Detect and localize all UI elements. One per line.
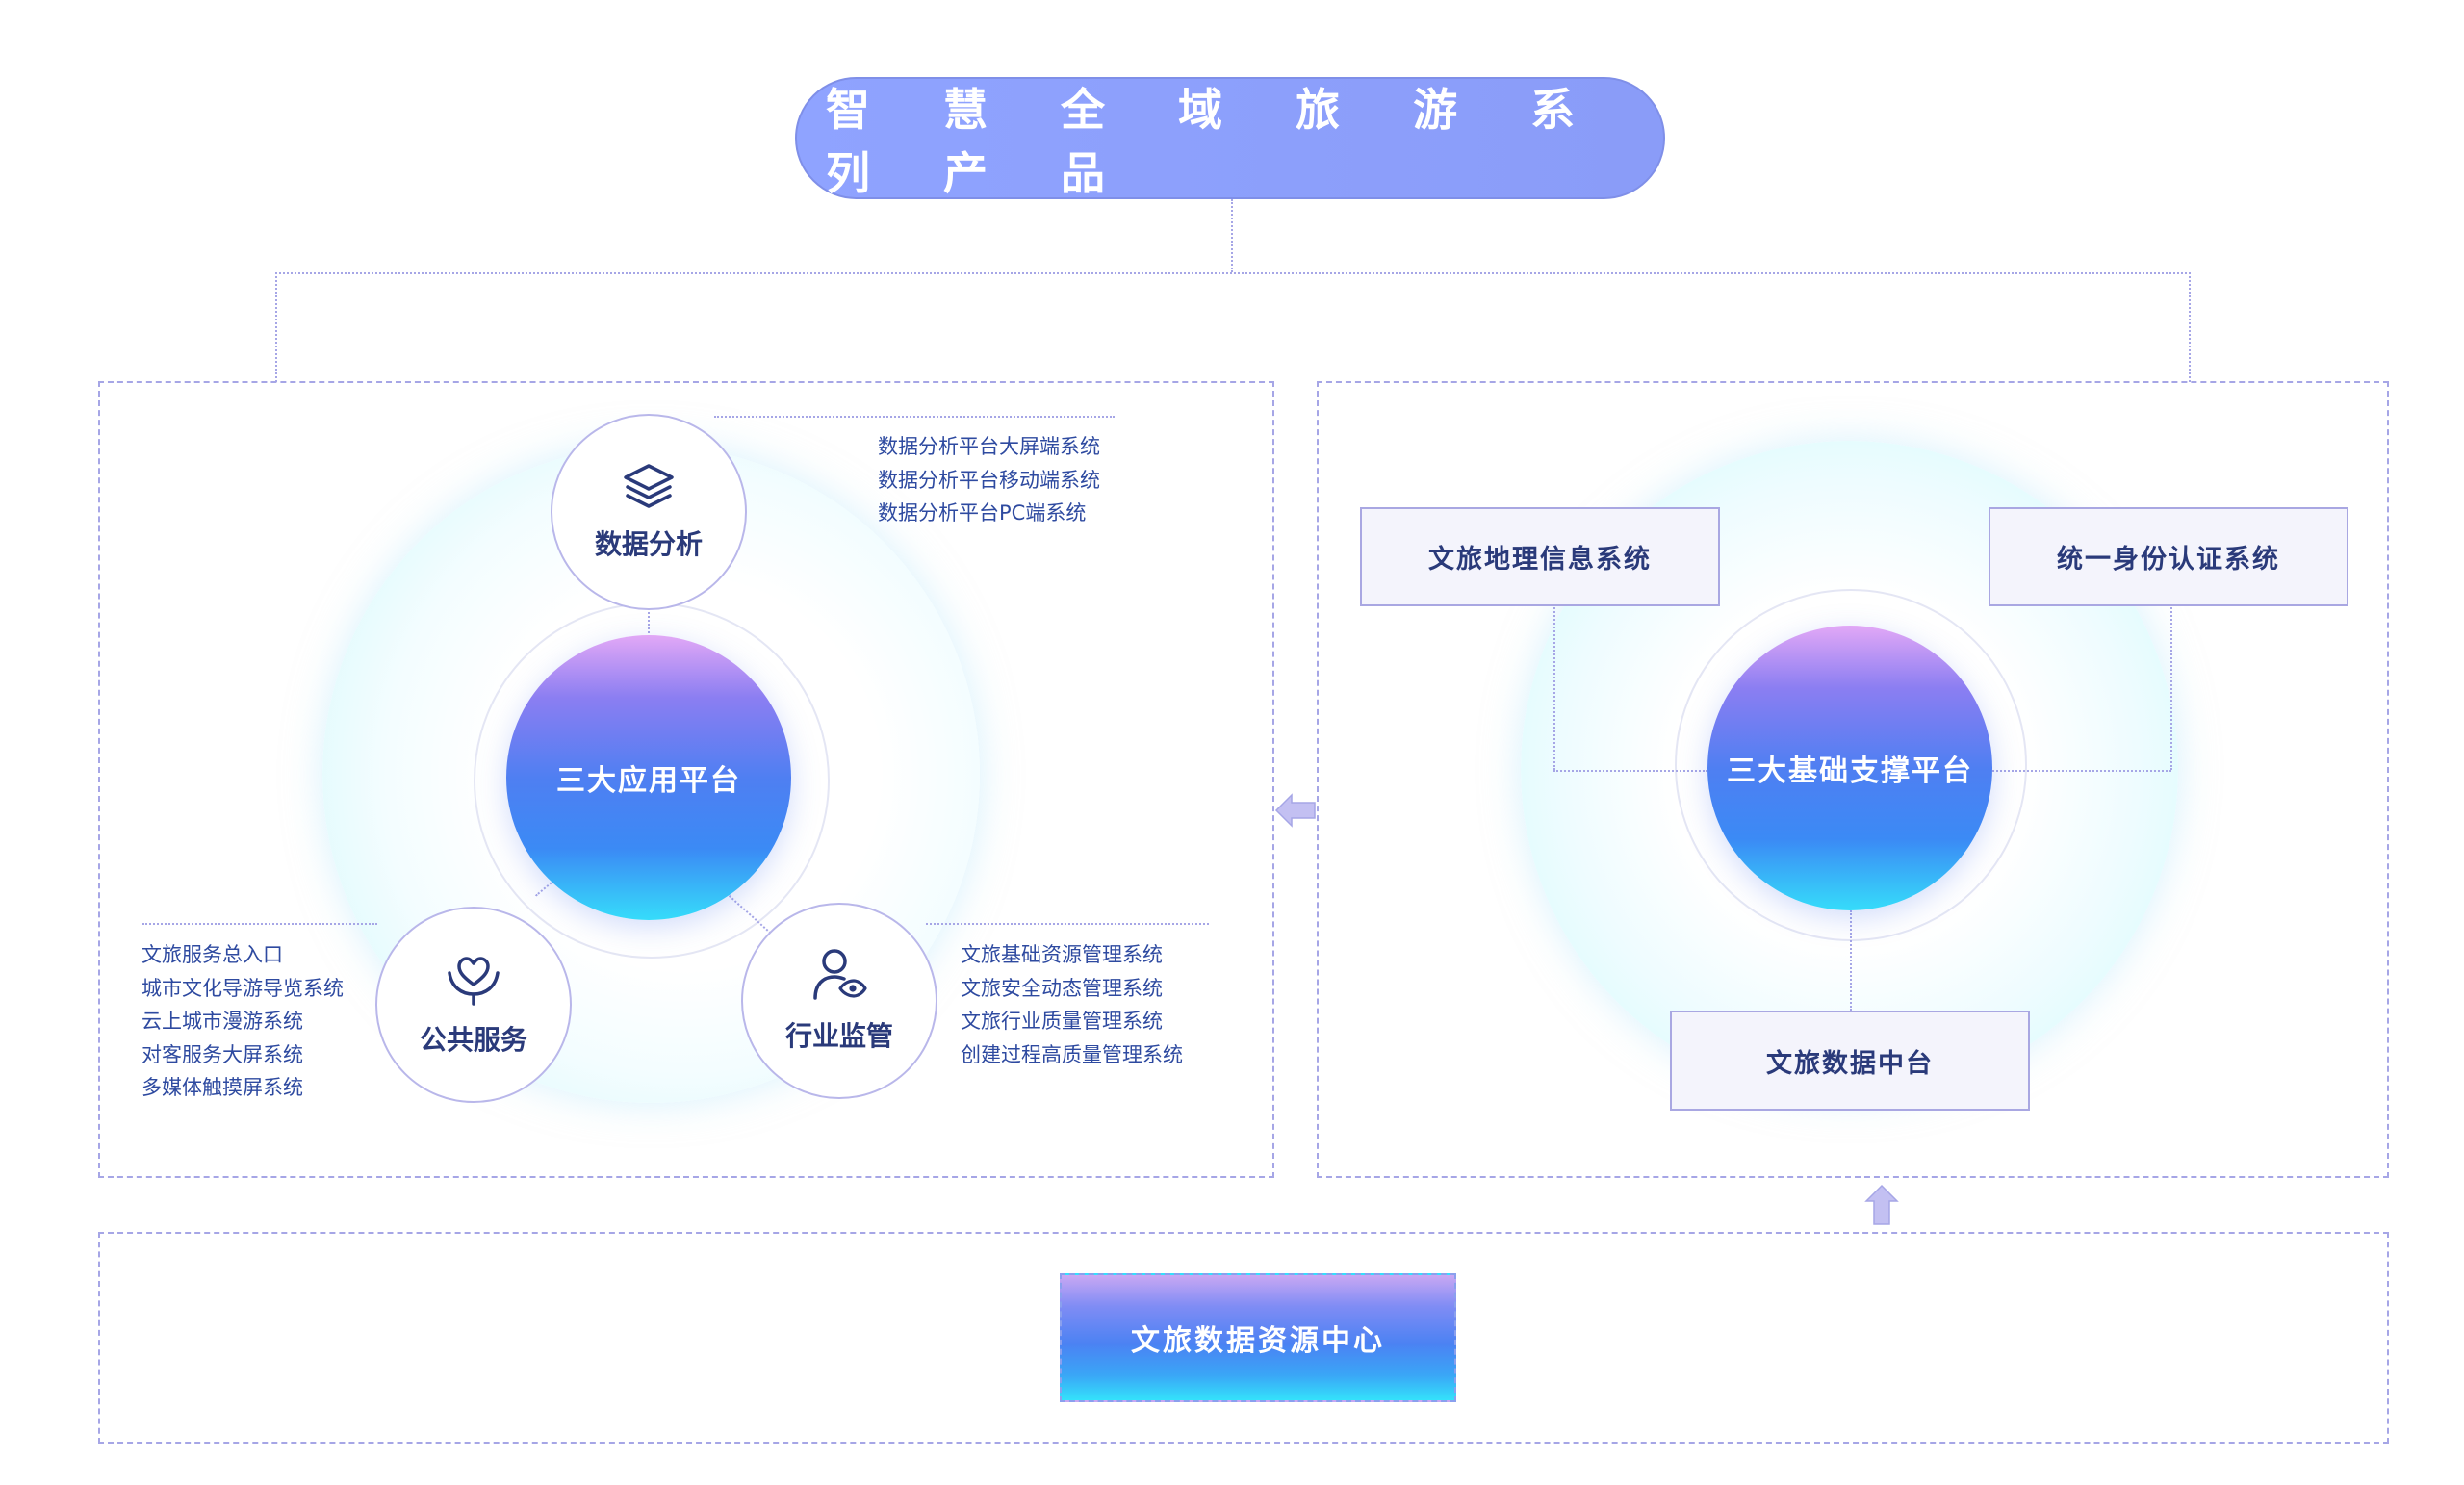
identity-auth-system-label: 统一身份认证系统 xyxy=(2057,545,2280,575)
public-leader xyxy=(142,923,377,925)
node-industry-supervision[interactable]: 行业监管 xyxy=(741,903,937,1099)
identity-auth-system-box[interactable]: 统一身份认证系统 xyxy=(1989,507,2348,606)
analysis-leader xyxy=(714,416,1115,418)
data-resource-center[interactable]: 文旅数据资源中心 xyxy=(1060,1273,1456,1402)
list-item: 文旅服务总入口 xyxy=(141,943,283,966)
list-item: 数据分析平台移动端系统 xyxy=(878,468,1100,492)
arrow-up-icon xyxy=(1862,1184,1901,1230)
arrow-left-icon xyxy=(1274,791,1317,833)
geo-connector-vertical xyxy=(1553,604,1555,770)
node-industry-supervision-label: 行业监管 xyxy=(784,1020,893,1052)
application-platform-panel xyxy=(98,381,1274,1178)
list-item: 数据分析平台PC端系统 xyxy=(878,501,1087,525)
support-core-label: 三大基础支撑平台 xyxy=(1727,755,1973,788)
geo-info-system-label: 文旅地理信息系统 xyxy=(1428,545,1652,575)
heart-hand-icon xyxy=(446,952,501,1010)
application-core-label: 三大应用平台 xyxy=(556,764,741,798)
industry-leader xyxy=(926,923,1209,925)
title-connector-right xyxy=(2189,272,2191,382)
data-middle-platform-box[interactable]: 文旅数据中台 xyxy=(1670,1011,2030,1111)
auth-connector-vertical xyxy=(2170,604,2172,770)
data-resource-panel xyxy=(98,1232,2389,1444)
list-item: 云上城市漫游系统 xyxy=(141,1010,303,1033)
geo-connector-horizontal xyxy=(1553,770,1707,772)
list-item: 对客服务大屏系统 xyxy=(141,1042,303,1066)
list-item: 数据分析平台大屏端系统 xyxy=(878,435,1100,458)
list-item: 多媒体触摸屏系统 xyxy=(141,1076,303,1099)
node-data-analysis[interactable]: 数据分析 xyxy=(551,414,747,610)
auth-connector-horizontal xyxy=(1992,770,2171,772)
analysis-list: 数据分析平台大屏端系统 数据分析平台移动端系统 数据分析平台PC端系统 xyxy=(878,430,1100,530)
list-item: 文旅基础资源管理系统 xyxy=(961,943,1163,966)
public-list: 文旅服务总入口 城市文化导游导览系统 云上城市漫游系统 对客服务大屏系统 多媒体… xyxy=(141,938,344,1105)
geo-info-system-box[interactable]: 文旅地理信息系统 xyxy=(1360,507,1720,606)
support-core: 三大基础支撑平台 xyxy=(1707,626,1992,910)
node-data-analysis-label: 数据分析 xyxy=(594,528,703,560)
data-mid-connector xyxy=(1850,910,1852,1011)
data-resource-center-label: 文旅数据资源中心 xyxy=(1131,1324,1385,1358)
list-item: 城市文化导游导览系统 xyxy=(141,976,344,1000)
user-eye-icon xyxy=(811,948,867,1006)
analysis-connector xyxy=(648,608,650,637)
title-connector-left xyxy=(275,272,277,382)
title-connector-horizontal xyxy=(275,272,2191,274)
node-public-service[interactable]: 公共服务 xyxy=(375,907,572,1103)
data-middle-platform-label: 文旅数据中台 xyxy=(1766,1048,1934,1079)
list-item: 文旅行业质量管理系统 xyxy=(961,1010,1163,1033)
support-platform-panel xyxy=(1317,381,2389,1178)
title-connector-vertical xyxy=(1231,199,1233,272)
page-title: 智 慧 全 域 旅 游 系 列 产 品 xyxy=(795,77,1665,199)
list-item: 文旅安全动态管理系统 xyxy=(961,976,1163,1000)
industry-list: 文旅基础资源管理系统 文旅安全动态管理系统 文旅行业质量管理系统 创建过程高质量… xyxy=(961,938,1183,1071)
node-public-service-label: 公共服务 xyxy=(419,1024,527,1056)
layers-icon xyxy=(622,462,676,514)
list-item: 创建过程高质量管理系统 xyxy=(961,1042,1183,1066)
application-core: 三大应用平台 xyxy=(506,635,791,920)
